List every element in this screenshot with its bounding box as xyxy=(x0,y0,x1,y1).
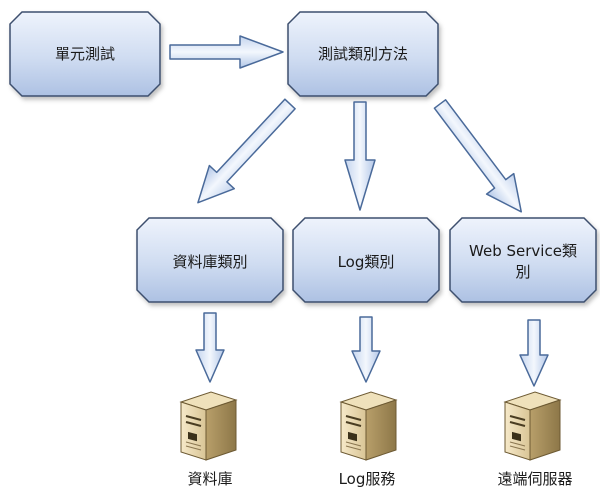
log-server-icon xyxy=(339,391,398,461)
test-class-method-box xyxy=(287,11,439,97)
remote-server-label: 遠端伺服器 xyxy=(497,470,572,488)
db-class-box xyxy=(136,217,284,303)
log-class-label: Log類別 xyxy=(338,253,395,271)
ws-class-label-line1: Web Service類 xyxy=(469,242,577,260)
arrow-ws-class-to-server xyxy=(519,319,549,387)
database-server-label: 資料庫 xyxy=(187,470,232,488)
unit-test-label: 單元測試 xyxy=(55,45,115,63)
arrow-method-to-db xyxy=(197,98,296,204)
arrow-unit-to-method xyxy=(169,35,284,69)
ws-class-box xyxy=(449,217,597,303)
test-class-method-label: 測試類別方法 xyxy=(318,45,408,63)
log-server-label: Log服務 xyxy=(339,470,396,488)
remote-server-icon xyxy=(503,391,562,461)
log-class-box xyxy=(292,217,440,303)
ws-class-label-line2: 別 xyxy=(515,263,530,281)
arrow-method-to-ws xyxy=(433,99,522,213)
arrow-db-class-to-server xyxy=(195,312,225,383)
arrow-log-class-to-server xyxy=(351,316,381,383)
database-server-icon xyxy=(179,391,238,461)
arrow-method-to-log xyxy=(344,101,376,211)
db-class-label: 資料庫類別 xyxy=(172,253,247,271)
unit-test-box xyxy=(9,11,161,97)
